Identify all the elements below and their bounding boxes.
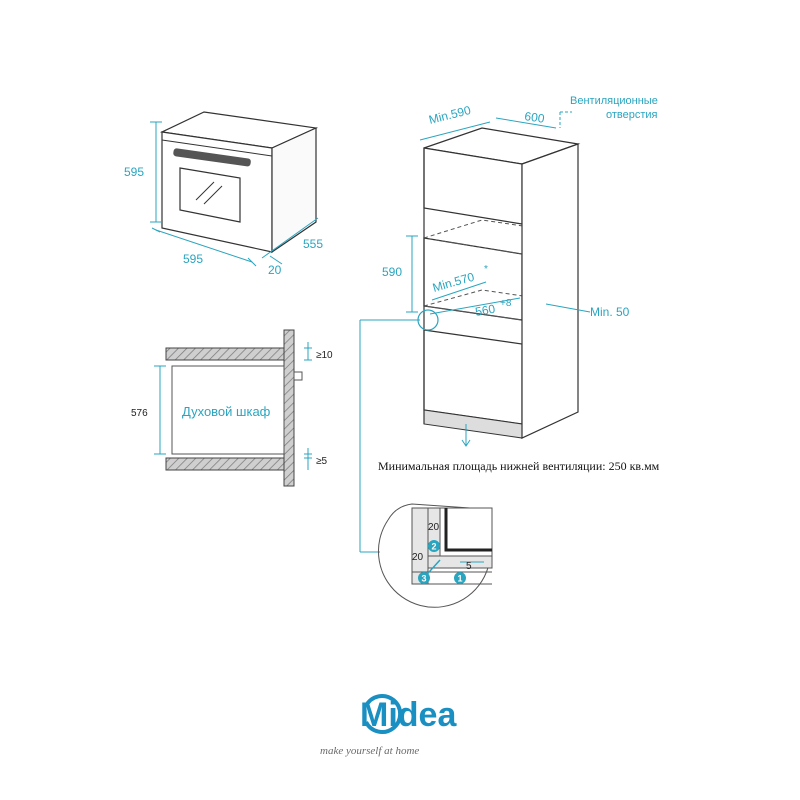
oven-width-label: 595 (183, 252, 203, 266)
marker-1-label: 1 (457, 574, 462, 584)
oven-height-label: 595 (124, 165, 144, 179)
midea-logo-mark (364, 694, 403, 734)
midea-logo: Midea (360, 694, 457, 734)
top-gap-label: ≥10 (316, 350, 333, 361)
inner-width-tolerance: +8 (500, 298, 512, 309)
detail-dim-small: 5 (466, 561, 472, 572)
cabinet-drawing (423, 127, 581, 439)
oven-door-offset-label: 20 (268, 263, 282, 277)
cabinet-dimension-lines (359, 111, 591, 553)
brand-slogan: make yourself at home (320, 745, 419, 757)
marker-2: 2 (428, 540, 440, 552)
marker-2-label: 2 (431, 542, 436, 552)
oven-depth-label: 555 (303, 237, 323, 251)
cabinet-min-width-label: Min.590 (427, 103, 472, 127)
ventilation-note: Минимальная площадь нижней вентиляции: 2… (378, 459, 660, 473)
detail-dim-top: 20 (428, 522, 440, 533)
detail-callout-circle (417, 309, 439, 331)
opening-height-label: 590 (382, 265, 402, 279)
marker-3: 3 (418, 572, 430, 584)
marker-1: 1 (454, 572, 466, 584)
oven-handle (173, 148, 251, 167)
cabinet-label: Духовой шкаф (182, 404, 271, 419)
marker-3-label: 3 (421, 574, 426, 584)
inner-width-label: 560 (474, 302, 496, 319)
cabinet-depth-label: 600 (524, 109, 546, 126)
oven-window (179, 167, 241, 223)
min-back-label: Min. 50 (590, 305, 630, 319)
vent-label-line2: отверстия (606, 109, 658, 121)
vent-label-line1: Вентиляционные (570, 95, 658, 107)
brand-name: Midea (360, 696, 457, 734)
section-height-label: 576 (131, 408, 148, 419)
min-inner-mark: * (484, 264, 488, 275)
detail-view (378, 503, 493, 608)
side-section-drawing (165, 329, 303, 487)
detail-dim-left: 20 (412, 552, 424, 563)
oven-drawing (159, 111, 319, 254)
oven-dimension-lines (150, 121, 319, 267)
bottom-gap-label: ≥5 (316, 456, 327, 467)
side-section-dimension-lines (154, 342, 312, 470)
